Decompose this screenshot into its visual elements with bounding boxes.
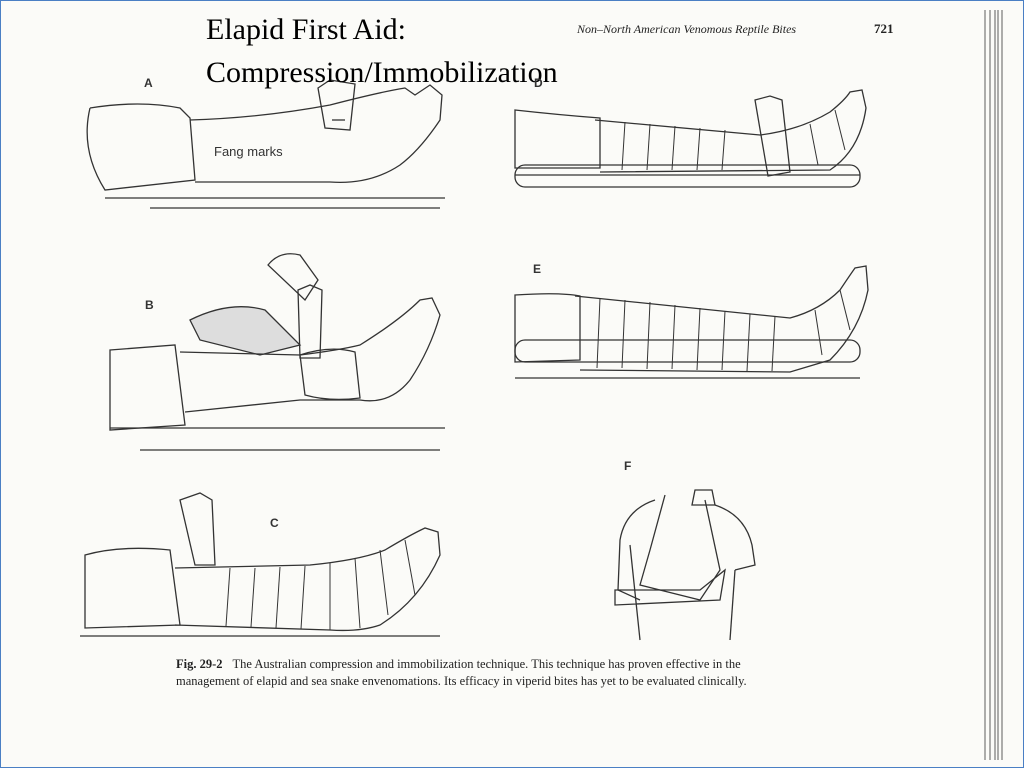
panel-label-b: B	[145, 298, 154, 312]
panel-e-illustration	[514, 265, 869, 379]
panel-c-illustration	[80, 492, 441, 637]
fang-marks-annotation: Fang marks	[214, 144, 283, 159]
page-spine	[984, 10, 1003, 760]
panel-label-f: F	[624, 459, 632, 473]
panel-label-d: D	[534, 76, 543, 90]
figure-label: Fig. 29-2	[176, 657, 223, 671]
panel-label-a: A	[144, 76, 153, 90]
slide-title-line-2: Compression/Immobilization	[206, 56, 558, 89]
slide-title: Elapid First Aid: Compression/Immobiliza…	[206, 8, 558, 94]
slide-title-line-1: Elapid First Aid:	[206, 13, 407, 46]
panel-d-illustration	[514, 89, 867, 188]
panel-label-e: E	[533, 262, 542, 276]
panel-a-illustration	[86, 79, 445, 209]
running-head: Non–North American Venomous Reptile Bite…	[577, 22, 797, 36]
page-number: 721	[874, 21, 894, 36]
caption-text: The Australian compression and immobiliz…	[176, 657, 747, 688]
panel-label-c: C	[270, 516, 279, 530]
panel-b-illustration	[109, 253, 445, 451]
panel-f-illustration	[614, 489, 756, 641]
